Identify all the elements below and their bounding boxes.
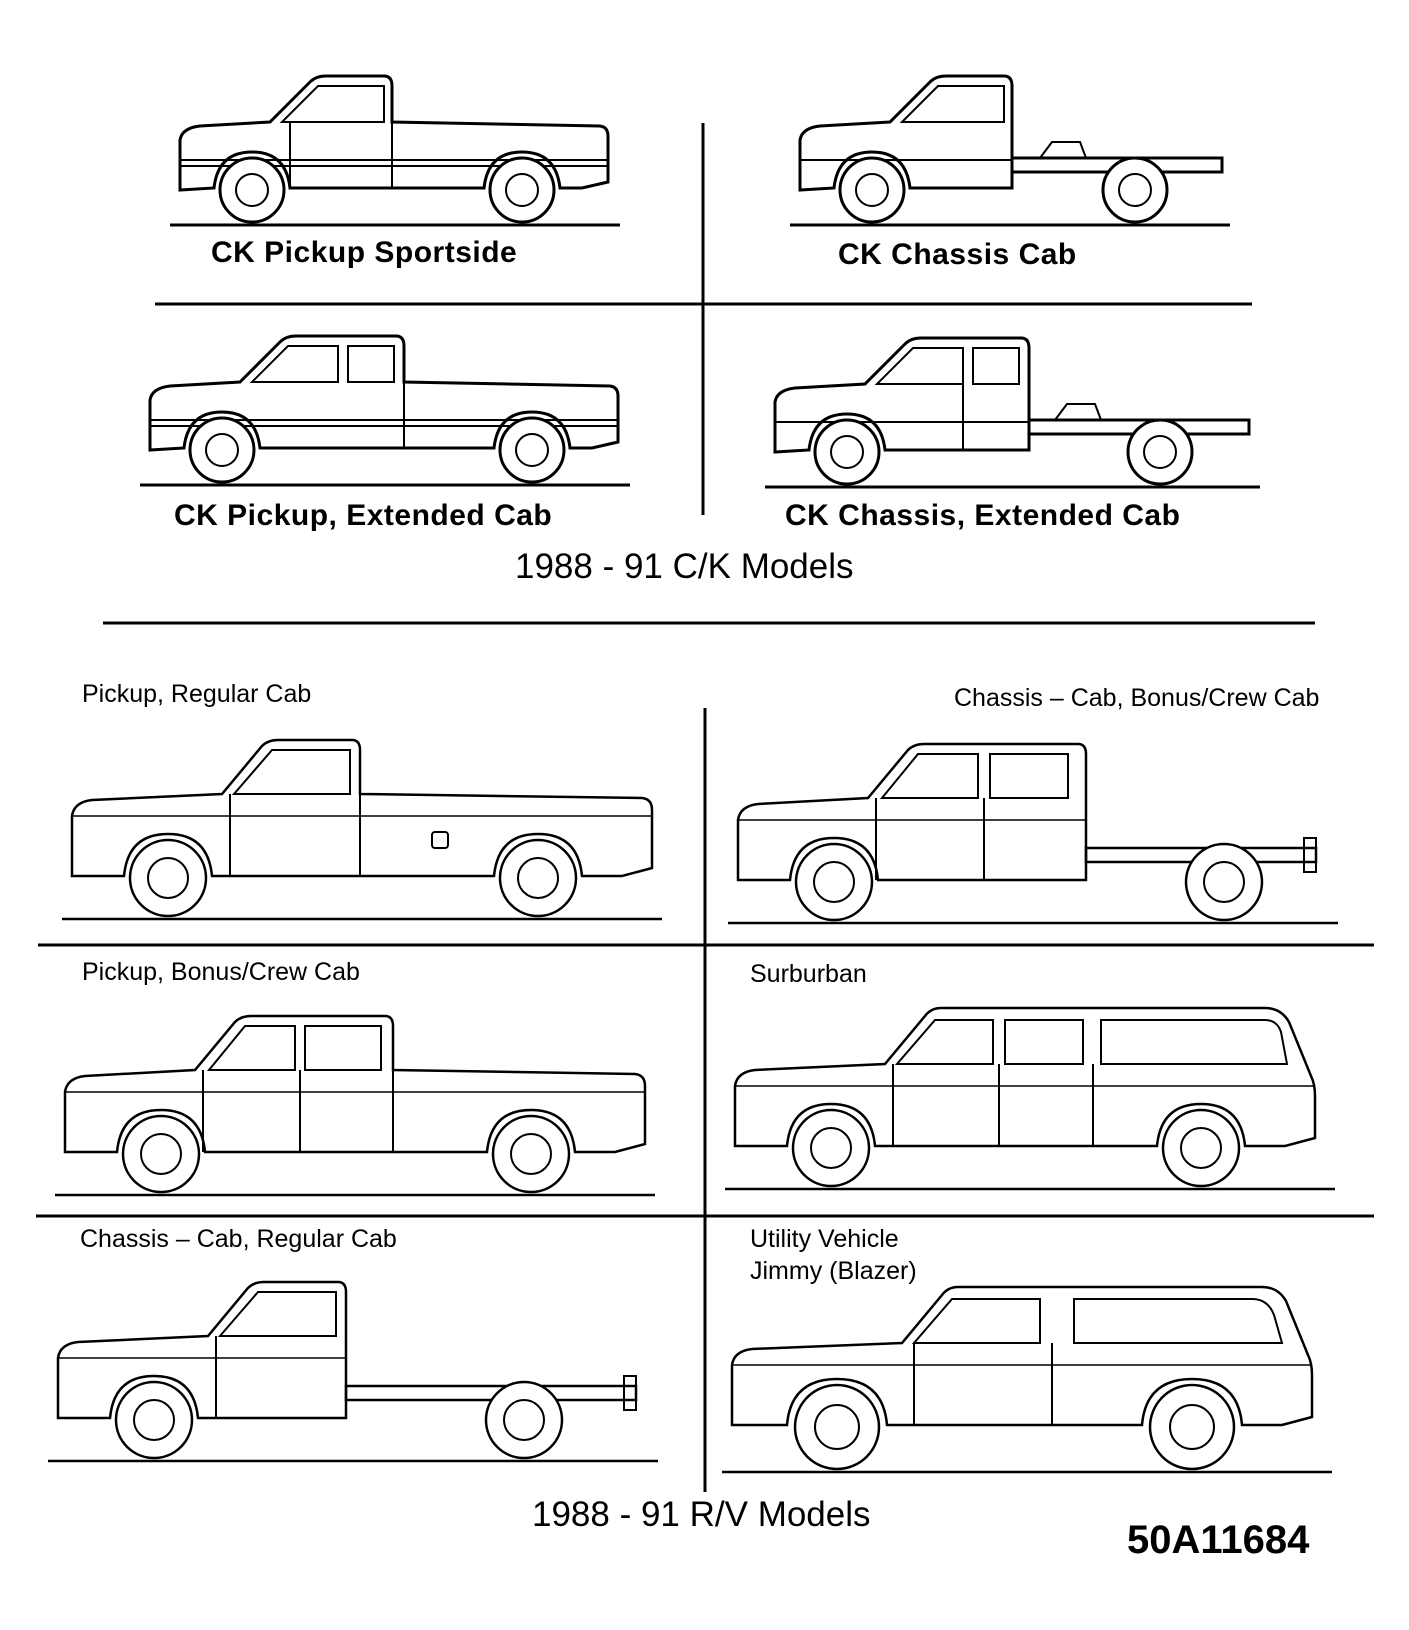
model-label: Surburban [750,960,867,988]
model-label: Chassis – Cab, Regular Cab [80,1225,397,1253]
model-label: CK Pickup Sportside [211,236,518,269]
figure-code: 50A11684 [1127,1518,1310,1562]
chassis-cab-truck-icon [788,74,1232,227]
model-label: Pickup, Regular Cab [82,680,312,708]
model-label: Chassis – Cab, Bonus/Crew Cab [954,684,1320,712]
model-label: Utility Vehicle [750,1225,899,1253]
model-label: CK Chassis Cab [838,238,1077,271]
model-label-secondary: Jimmy (Blazer) [750,1257,917,1285]
chassis-cab-truck-icon [46,1280,660,1463]
extended-cab-chassis-icon [763,336,1262,489]
utility-vehicle-icon [720,1285,1334,1474]
rv-section-title: 1988 - 91 R/V Models [532,1495,871,1534]
crew-cab-pickup-icon [53,1014,657,1197]
model-label: CK Chassis, Extended Cab [785,499,1181,532]
model-label: Pickup, Bonus/Crew Cab [82,958,360,986]
crew-cab-chassis-icon [726,742,1340,925]
extended-cab-pickup-icon [138,334,632,487]
ck-section-title: 1988 - 91 C/K Models [515,547,854,586]
model-label: CK Pickup, Extended Cab [174,499,553,532]
suburban-suv-icon [723,1006,1337,1191]
pickup-truck-icon [60,738,664,921]
pickup-truck-icon [168,74,622,227]
